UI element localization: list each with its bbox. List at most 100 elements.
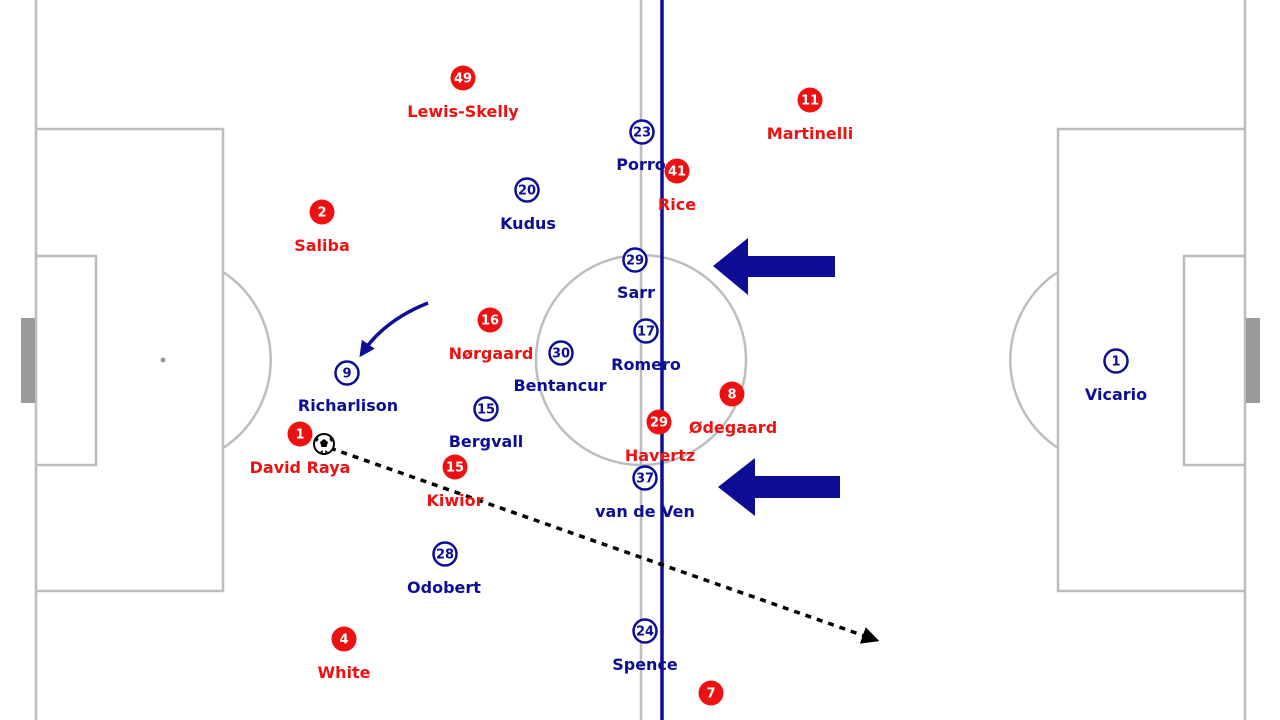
home-player-token xyxy=(646,409,672,435)
player-number: 1 xyxy=(1111,355,1120,370)
home-player-token xyxy=(477,307,503,333)
player-number: 49 xyxy=(454,72,472,87)
player-name: Bergvall xyxy=(449,432,524,451)
player-number: 29 xyxy=(650,416,668,431)
player-number: 16 xyxy=(481,314,499,329)
home-player-token xyxy=(287,421,313,447)
left-penalty-arc xyxy=(222,270,272,450)
player-number: 4 xyxy=(339,633,348,648)
away-player-token xyxy=(632,618,658,644)
player-name: Richarlison xyxy=(298,396,398,415)
away-player-token xyxy=(334,360,360,386)
away-player-token xyxy=(548,340,574,366)
home-player-token xyxy=(698,680,724,706)
player-name: van de Ven xyxy=(595,502,695,521)
away-player-token xyxy=(632,465,658,491)
player-name: David Raya xyxy=(250,458,351,477)
push-arrow-icon xyxy=(713,238,835,295)
player-name: Porro xyxy=(616,155,666,174)
pass-line xyxy=(329,446,880,644)
away-player-token xyxy=(1103,348,1129,374)
push-arrow-icon xyxy=(718,458,840,516)
player-name: Rice xyxy=(658,195,696,214)
away-player-token xyxy=(622,247,648,273)
player-name: Kudus xyxy=(500,214,556,233)
player-number: 9 xyxy=(342,367,351,382)
right-penalty-arc xyxy=(1009,270,1059,450)
player-name: Kiwior xyxy=(426,491,483,510)
player-number: 20 xyxy=(518,184,536,199)
left-goal xyxy=(21,318,35,403)
football-icon xyxy=(313,433,335,455)
player-name: White xyxy=(317,663,370,682)
right-penalty-area xyxy=(1056,127,1245,593)
player-name: Lewis-Skelly xyxy=(407,102,519,121)
player-name: Saka xyxy=(689,717,733,720)
player-name: Romero xyxy=(611,355,681,374)
player-number: 7 xyxy=(706,687,715,702)
away-player-token xyxy=(633,318,659,344)
player-number: 11 xyxy=(801,94,819,109)
player-number: 30 xyxy=(552,347,570,362)
player-name: Sarr xyxy=(617,283,655,302)
player-number: 2 xyxy=(317,206,326,221)
away-player-token xyxy=(473,396,499,422)
player-name: Bentancur xyxy=(513,376,606,395)
player-number: 8 xyxy=(727,388,736,403)
away-player-token xyxy=(432,541,458,567)
home-player-marker[interactable]: 7Saka xyxy=(689,680,733,720)
home-player-token xyxy=(664,158,690,184)
player-number: 29 xyxy=(626,254,644,269)
player-name: Nørgaard xyxy=(449,344,534,363)
left-penalty-spot xyxy=(160,357,166,363)
right-goal-area xyxy=(1182,254,1245,467)
player-number: 1 xyxy=(295,428,304,443)
player-number: 24 xyxy=(636,625,654,640)
home-player-token xyxy=(797,87,823,113)
away-player-token xyxy=(629,119,655,145)
home-player-token xyxy=(719,381,745,407)
home-player-token xyxy=(309,199,335,225)
player-number: 28 xyxy=(436,548,454,563)
away-player-token xyxy=(514,177,540,203)
player-number: 41 xyxy=(668,165,686,180)
player-number: 17 xyxy=(637,325,655,340)
player-name: Ødegaard xyxy=(689,418,777,437)
player-name: Martinelli xyxy=(767,124,853,143)
player-number: 37 xyxy=(636,472,654,487)
player-name: Vicario xyxy=(1085,385,1147,404)
home-player-token xyxy=(442,454,468,480)
player-name: Spence xyxy=(612,655,678,674)
left-penalty-area xyxy=(36,127,225,593)
away-player-marker[interactable]: 37 van de Ven xyxy=(595,465,695,522)
player-number: 15 xyxy=(446,461,464,476)
right-goal xyxy=(1246,318,1260,403)
player-name: Saliba xyxy=(294,236,350,255)
player-number: 15 xyxy=(477,403,495,418)
home-player-token xyxy=(450,65,476,91)
player-name: Havertz xyxy=(625,446,695,465)
player-name: Odobert xyxy=(407,578,481,597)
player-number: 23 xyxy=(633,126,651,141)
